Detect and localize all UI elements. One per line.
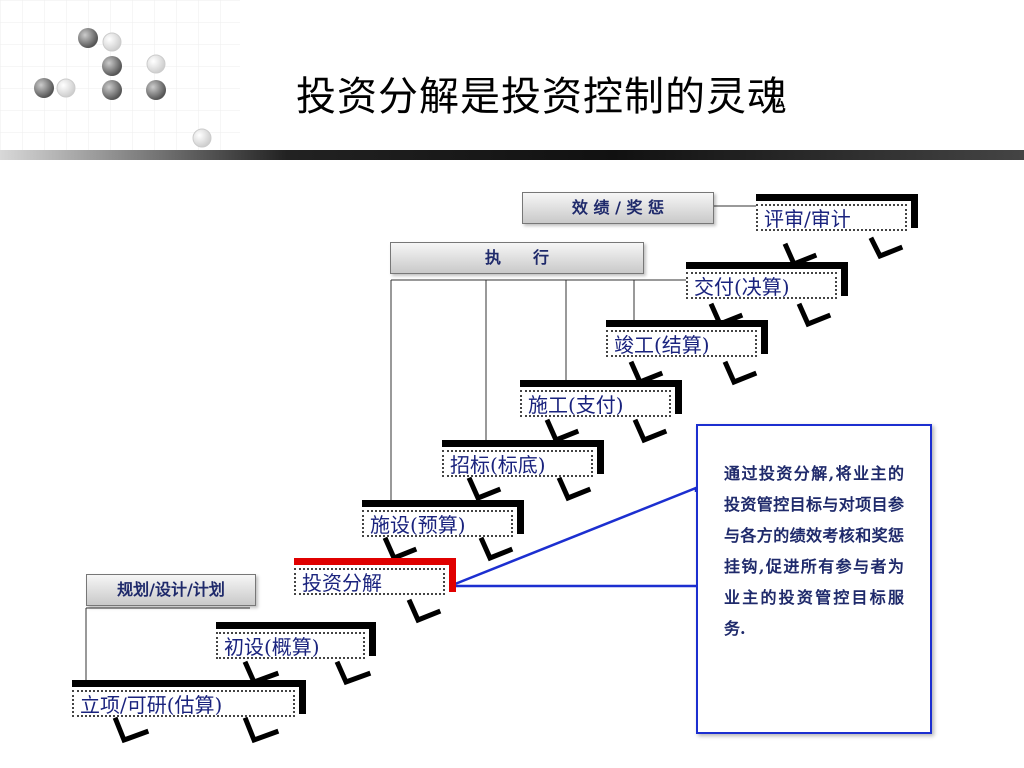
execution-box: 执 行 (390, 242, 644, 274)
explanation-text: 通过投资分解,将业主的投资管控目标与对项目参与各方的绩效考核和奖惩挂钩,促进所有… (724, 464, 904, 638)
step-prelim-design: 初设(概算) (216, 622, 376, 659)
step-label: 交付(决算) (694, 275, 790, 299)
step-completion: 竣工(结算) (606, 320, 768, 357)
step-label: 施工(支付) (528, 393, 624, 417)
step-tender: 招标(标底) (442, 440, 604, 477)
step-label: 初设(概算) (224, 635, 320, 659)
slide-title: 投资分解是投资控制的灵魂 (296, 74, 788, 120)
step-feasibility: 立项/可研(估算) (72, 680, 306, 717)
title-divider (0, 150, 1024, 160)
step-label: 招标(标底) (450, 453, 546, 477)
step-review-audit: 评审/审计 (756, 194, 918, 231)
step-construction-design: 施设(预算) (362, 500, 524, 537)
step-construction: 施工(支付) (520, 380, 682, 417)
explanation-note: 通过投资分解,将业主的投资管控目标与对项目参与各方的绩效考核和奖惩挂钩,促进所有… (696, 424, 932, 734)
step-label: 投资分解 (302, 571, 382, 595)
step-label: 施设(预算) (370, 513, 466, 537)
step-label: 评审/审计 (764, 207, 851, 231)
step-label: 立项/可研(估算) (80, 693, 223, 717)
step-investment-decomposition: 投资分解 (294, 558, 456, 595)
planning-box: 规划/设计/计划 (86, 574, 256, 606)
performance-reward-box: 效 绩 / 奖 惩 (522, 192, 714, 224)
go-stones-logo-icon (0, 0, 240, 160)
step-handover: 交付(决算) (686, 262, 848, 299)
step-label: 竣工(结算) (614, 333, 710, 357)
